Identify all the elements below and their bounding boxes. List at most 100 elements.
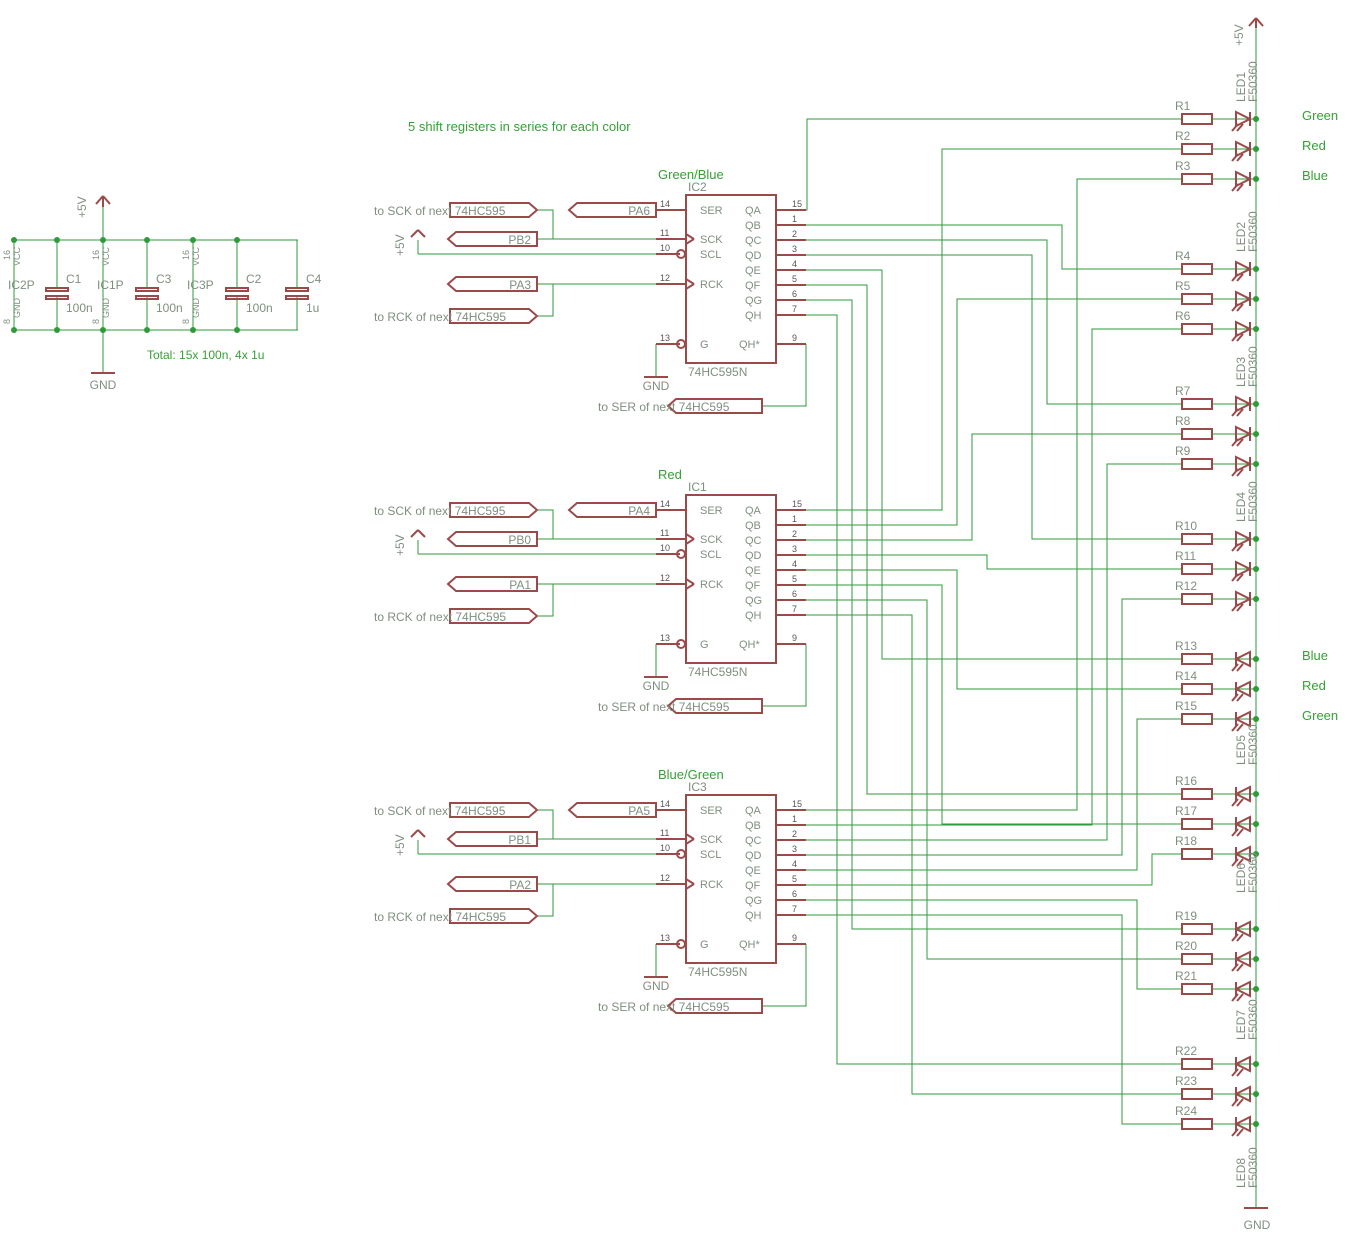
led-ray [1231,933,1239,942]
scl-vcc-label: +5V [393,534,407,556]
part-line [685,878,695,885]
ic-power-name: IC1P [97,278,124,292]
led-triangle [1235,320,1253,338]
led-name: LED5 [1234,735,1248,765]
chip-pin-name: QH* [739,339,761,351]
part-line [685,533,695,540]
port-flag [666,998,763,1014]
resistor-name: R16 [1175,774,1197,788]
led-ray [1231,1098,1239,1107]
part-line [417,829,426,838]
resistor-name: R14 [1175,669,1197,683]
led-ray [1231,408,1239,417]
supply-vcc-label: +5V [75,196,89,218]
chip-pin-name: QG [745,595,762,607]
resistor-body [1181,818,1213,830]
led-triangle [1235,425,1253,443]
led-triangle [1233,980,1251,998]
port-flag [449,802,539,818]
led-ray [1236,858,1244,867]
junction-dot [1253,461,1259,467]
led-ray [1231,1128,1239,1137]
chip-pin-number: 4 [792,559,797,569]
chain-label: to SCK of next 74HC595 [374,504,506,518]
resistor-name: R6 [1175,309,1191,323]
resistor-name: R4 [1175,249,1191,263]
resistor-name: R5 [1175,279,1191,293]
led-ray [1236,183,1244,192]
resistor-body [1181,173,1213,185]
chip-pin-name: SCL [700,549,721,561]
chip-pin-number: 7 [792,904,797,914]
junction-dot [1253,986,1259,992]
chip-pin-name: QG [745,895,762,907]
capacitor-plate [285,287,309,292]
chip-pin-number: 6 [792,889,797,899]
resistor-body [1181,1118,1213,1130]
led-ray [1231,303,1239,312]
led-part: F50360 [1246,346,1260,387]
port-label: PB1 [508,833,531,847]
led-ray [1231,468,1239,477]
junction-dot [1253,116,1259,122]
port-flag [449,502,539,518]
junction-dot [100,327,106,333]
junction-dot [54,327,60,333]
led-triangle [1233,710,1251,728]
led-ray [1236,1098,1244,1107]
led-ray [1231,123,1239,132]
part-line [685,233,695,240]
resistor-body [1181,263,1213,275]
led-ray [1236,1128,1244,1137]
chip-pin-name: RCK [700,879,724,891]
part-line [410,529,419,538]
chip-pin-number: 10 [660,843,670,853]
part-line [417,229,426,238]
capacitor-plate [135,295,159,300]
junction-dot [1253,431,1259,437]
led-triangle [1233,920,1251,938]
led-drive-wire [806,328,1182,826]
resistor-name: R10 [1175,519,1197,533]
capacitor-value: 100n [156,301,183,315]
color-label: Red [1302,138,1326,153]
led-drive-wire [806,718,1182,871]
chip-pin-number: 11 [660,828,669,838]
junction-dot [11,327,17,333]
resistor-body [1181,1088,1213,1100]
chip-pin-number: 9 [792,933,797,943]
chip-pin-number: 1 [792,214,797,224]
chip-pin-number: 15 [792,799,802,809]
resistor-name: R2 [1175,129,1191,143]
led-triangle [1233,1085,1251,1103]
led-drive-wire [806,148,1182,511]
port-flag [446,876,538,892]
chip-pin-number: 5 [792,874,797,884]
chip-pin-number: 3 [792,544,797,554]
text-layer: 5 shift registers in series for each col… [2,24,1338,1232]
led-drive-wire [806,178,1182,811]
led-name: LED4 [1234,492,1248,522]
pin-name: VCC [191,246,201,266]
total-note: Total: 15x 100n, 4x 1u [147,348,264,362]
led-name: LED1 [1234,72,1248,102]
resistor-name: R3 [1175,159,1191,173]
chip-pin-number: 2 [792,529,797,539]
part-line [685,578,695,585]
rck-chain-wire [537,584,554,617]
chip-pin-name: RCK [700,579,724,591]
color-label: Green [1302,708,1338,723]
resistor-body [1181,593,1213,605]
inverter-bubble [676,339,686,349]
led-triangle [1233,845,1251,863]
chip-pin-number: 9 [792,633,797,643]
led-ray [1236,438,1244,447]
led-ray [1236,828,1244,837]
port-label: PB2 [508,233,531,247]
led-ray [1236,468,1244,477]
chip-pin-name: QH [745,310,762,322]
resistor-name: R18 [1175,834,1197,848]
chain-label: to SER of next 74HC595 [598,400,730,414]
led-ray [1236,153,1244,162]
inverter-bubble [676,549,686,559]
